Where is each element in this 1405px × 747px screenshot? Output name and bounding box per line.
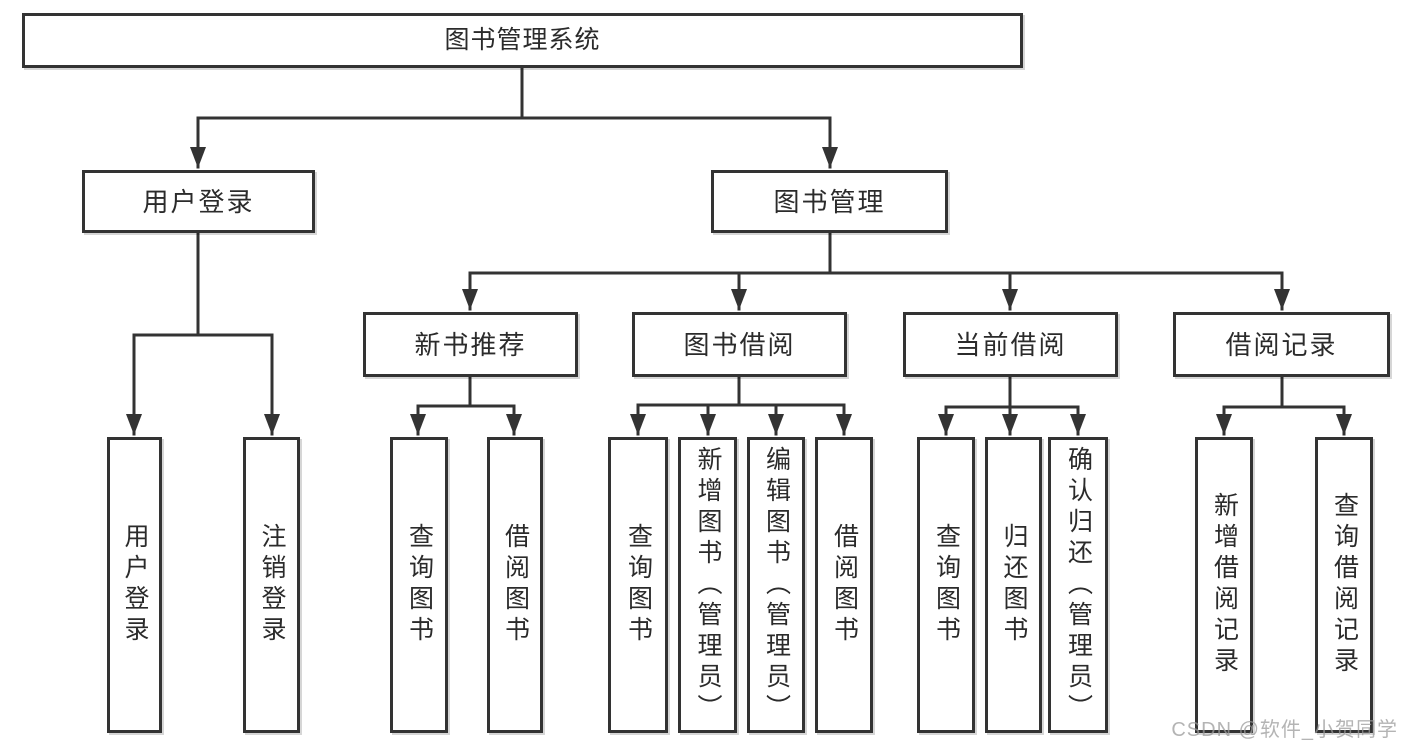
leaf-return-books: 归还图书 — [985, 437, 1042, 733]
leaf-recommend-query-books: 查询图书 — [390, 437, 448, 733]
node-book-management: 图书管理 — [711, 170, 948, 233]
leaf-query-borrow-record: 查询借阅记录 — [1315, 437, 1373, 733]
leaf-user-login: 用户登录 — [107, 437, 162, 733]
watermark: CSDN @软件_小贺同学 — [1171, 719, 1398, 741]
node-new-book-recommend: 新书推荐 — [363, 312, 578, 377]
leaf-confirm-return-admin: 确认归还（管理员） — [1048, 437, 1108, 733]
node-book-borrow: 图书借阅 — [632, 312, 847, 377]
leaf-add-borrow-record: 新增借阅记录 — [1195, 437, 1253, 733]
leaf-logout: 注销登录 — [243, 437, 300, 733]
leaf-borrow-query-books: 查询图书 — [608, 437, 668, 733]
leaf-current-query-books: 查询图书 — [917, 437, 975, 733]
leaf-borrow-books: 借阅图书 — [815, 437, 873, 733]
leaf-recommend-borrow-books: 借阅图书 — [487, 437, 543, 733]
node-root: 图书管理系统 — [22, 13, 1023, 68]
leaf-add-books-admin: 新增图书（管理员） — [678, 437, 737, 733]
leaf-edit-books-admin: 编辑图书（管理员） — [747, 437, 805, 733]
node-borrow-records: 借阅记录 — [1173, 312, 1390, 377]
node-user-login-group: 用户登录 — [82, 170, 315, 233]
node-current-borrow: 当前借阅 — [903, 312, 1118, 377]
